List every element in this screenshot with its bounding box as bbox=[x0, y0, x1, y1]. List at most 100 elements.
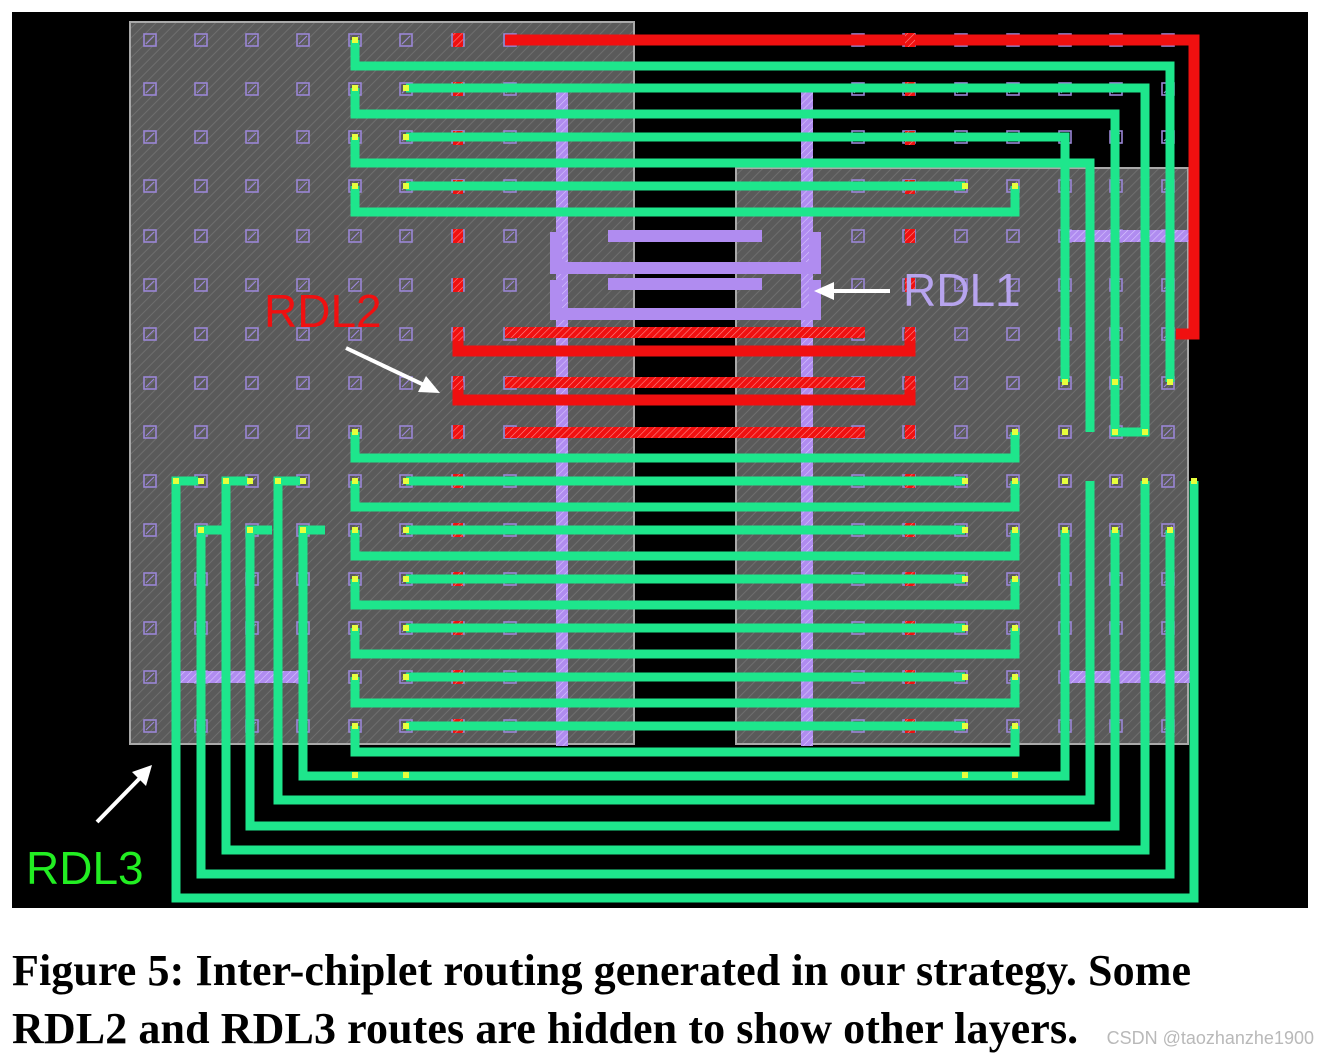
via bbox=[403, 527, 409, 533]
via bbox=[352, 183, 358, 189]
pad bbox=[194, 130, 208, 144]
rdl2-via-stack bbox=[453, 278, 463, 292]
pad bbox=[296, 179, 310, 193]
pad-hatch bbox=[196, 280, 206, 290]
rdl1-stub bbox=[176, 671, 306, 683]
pad-hatch bbox=[196, 231, 206, 241]
rdl3-route bbox=[350, 726, 1020, 757]
pad-hatch bbox=[196, 329, 206, 339]
via bbox=[1012, 478, 1018, 484]
pad-hatch bbox=[853, 231, 863, 241]
via bbox=[198, 527, 204, 533]
rdl3-route bbox=[221, 476, 1150, 855]
via bbox=[1062, 478, 1068, 484]
pad-outline bbox=[245, 130, 259, 144]
pad-hatch bbox=[145, 35, 155, 45]
pad-outline bbox=[296, 376, 310, 390]
pad-hatch bbox=[1008, 231, 1018, 241]
pad bbox=[399, 33, 413, 47]
via bbox=[352, 85, 358, 91]
pad-outline bbox=[1006, 229, 1020, 243]
pad-outline bbox=[194, 278, 208, 292]
via bbox=[352, 674, 358, 680]
pad bbox=[399, 229, 413, 243]
rdl2-via-stack bbox=[453, 229, 463, 243]
pad-hatch bbox=[505, 231, 515, 241]
pad-outline bbox=[143, 229, 157, 243]
rdl3-route bbox=[350, 481, 1020, 512]
pad-outline bbox=[954, 425, 968, 439]
rdl3-route bbox=[350, 40, 1175, 382]
via bbox=[247, 527, 253, 533]
pad-hatch bbox=[145, 672, 155, 682]
pad-outline bbox=[399, 425, 413, 439]
pad-hatch bbox=[1163, 427, 1173, 437]
pad bbox=[296, 327, 310, 341]
caption-line-1: Figure 5: Inter-chiplet routing generate… bbox=[12, 946, 1192, 995]
pad-outline bbox=[245, 229, 259, 243]
pad-outline bbox=[245, 376, 259, 390]
via bbox=[352, 625, 358, 631]
arrow-rdl3 bbox=[95, 765, 152, 824]
via bbox=[962, 772, 968, 778]
pad-hatch bbox=[145, 132, 155, 142]
pad-outline bbox=[1161, 474, 1175, 488]
pad-hatch bbox=[196, 35, 206, 45]
pad bbox=[954, 376, 968, 390]
pad bbox=[954, 327, 968, 341]
pad-hatch bbox=[196, 132, 206, 142]
pad-outline bbox=[348, 376, 362, 390]
via bbox=[962, 183, 968, 189]
pad-outline bbox=[348, 229, 362, 243]
pad bbox=[503, 278, 517, 292]
pad-outline bbox=[143, 670, 157, 684]
pad bbox=[194, 179, 208, 193]
pad bbox=[245, 327, 259, 341]
rdl3-route bbox=[350, 432, 1020, 463]
pad bbox=[194, 425, 208, 439]
pad bbox=[194, 82, 208, 96]
pad bbox=[296, 33, 310, 47]
pad-hatch bbox=[196, 181, 206, 191]
arrow-rdl2 bbox=[345, 346, 440, 393]
via bbox=[403, 772, 409, 778]
via bbox=[403, 134, 409, 140]
arrow-rdl1 bbox=[814, 282, 890, 300]
pad-outline bbox=[194, 179, 208, 193]
via bbox=[962, 576, 968, 582]
pad bbox=[194, 229, 208, 243]
pad bbox=[1006, 229, 1020, 243]
pad-outline bbox=[1161, 425, 1175, 439]
pad-outline bbox=[296, 130, 310, 144]
via bbox=[962, 527, 968, 533]
pad bbox=[399, 327, 413, 341]
pad-hatch bbox=[196, 427, 206, 437]
pad-outline bbox=[851, 229, 865, 243]
pad-outline bbox=[296, 229, 310, 243]
pad bbox=[143, 229, 157, 243]
via bbox=[352, 576, 358, 582]
pad-hatch bbox=[145, 181, 155, 191]
via bbox=[1112, 527, 1118, 533]
pad-hatch bbox=[145, 623, 155, 633]
pad-outline bbox=[954, 229, 968, 243]
pad-outline bbox=[399, 33, 413, 47]
pad bbox=[851, 229, 865, 243]
via bbox=[352, 478, 358, 484]
pad-outline bbox=[143, 327, 157, 341]
via bbox=[1191, 478, 1197, 484]
rdl3-route bbox=[350, 186, 1020, 217]
pad bbox=[296, 278, 310, 292]
via bbox=[352, 134, 358, 140]
pad-hatch bbox=[298, 35, 308, 45]
label-rdl3: RDL3 bbox=[26, 842, 144, 894]
rdl2-via-stack bbox=[905, 376, 915, 390]
pad bbox=[296, 425, 310, 439]
pad-outline bbox=[399, 327, 413, 341]
pad-hatch bbox=[247, 181, 257, 191]
via bbox=[223, 478, 229, 484]
pad bbox=[1161, 474, 1175, 488]
pad bbox=[143, 621, 157, 635]
pad-hatch bbox=[247, 280, 257, 290]
pad-hatch bbox=[401, 329, 411, 339]
